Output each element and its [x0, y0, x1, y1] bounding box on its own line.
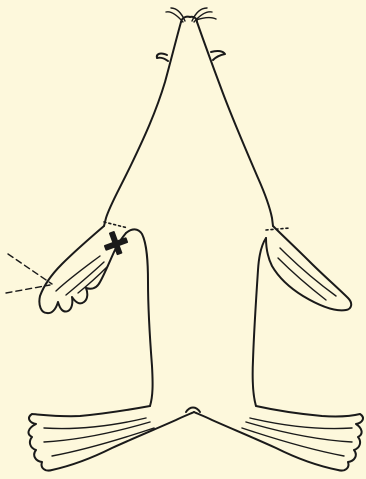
body-outline-right-upper [197, 22, 273, 226]
left-ear [157, 54, 168, 61]
hind-flippers [29, 406, 363, 471]
right-flipper-digit-2 [278, 258, 326, 300]
tail [186, 408, 200, 413]
right-flipper [266, 226, 351, 310]
left-hind-flipper-outline [29, 406, 194, 471]
guide-line-upper [8, 254, 52, 284]
right-hind-digit-3 [242, 428, 344, 456]
body-outline-right-lower [253, 238, 266, 406]
right-flipper-dotted-line [266, 228, 290, 230]
right-flipper-outline [266, 226, 351, 310]
right-ear [211, 51, 225, 60]
body-outline-left-upper [104, 22, 181, 226]
right-hind-digit-2 [246, 422, 352, 442]
right-hind-flipper-outline [194, 406, 363, 471]
whiskers [166, 8, 216, 22]
whisker-right-3 [196, 18, 216, 20]
right-flipper-digit-1 [280, 248, 336, 296]
body-outline-left-lower [126, 229, 153, 406]
left-flipper-dotted-line [104, 222, 128, 228]
